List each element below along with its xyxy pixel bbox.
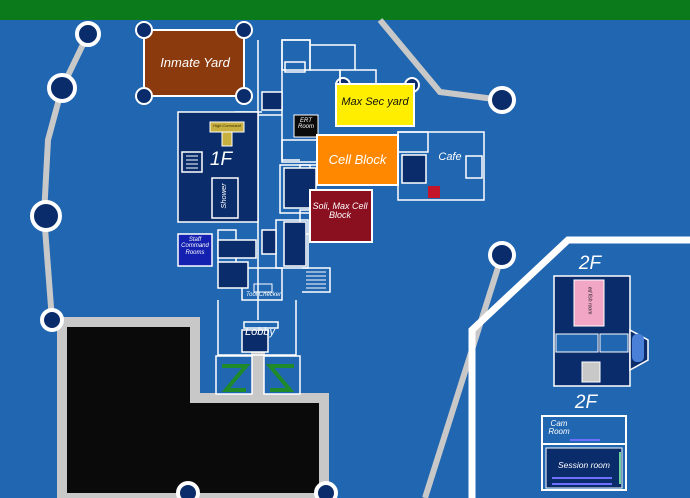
staff-command-label: Staff Command Rooms bbox=[181, 237, 209, 256]
parking-lot bbox=[57, 317, 329, 498]
tower-6 bbox=[488, 241, 516, 269]
solitary-label: Soli, Max Cell Block bbox=[312, 201, 368, 221]
tool-checker-desk bbox=[253, 283, 273, 293]
solitary-block bbox=[309, 189, 373, 243]
inmate-yard-label: Inmate Yard bbox=[160, 55, 230, 70]
stairs bbox=[186, 155, 326, 289]
entrance-gates bbox=[215, 355, 301, 395]
first-floor-label: 1F bbox=[209, 149, 233, 170]
guard-towers bbox=[30, 21, 516, 498]
shower-label: Shower bbox=[219, 183, 229, 209]
second-floor-border bbox=[468, 236, 690, 498]
tower-1 bbox=[75, 21, 101, 47]
top-bar bbox=[0, 0, 690, 20]
second-floor-label-b: 2F bbox=[574, 392, 598, 413]
session-room-label: Session room bbox=[558, 460, 610, 470]
tower-7 bbox=[176, 481, 200, 498]
pink-room-label: ed fish room bbox=[586, 286, 593, 315]
cell-block-label: Cell Block bbox=[328, 152, 387, 167]
tower-4 bbox=[40, 308, 64, 332]
cell-block bbox=[316, 134, 399, 186]
shower-room bbox=[211, 177, 239, 219]
tower-2 bbox=[47, 73, 77, 103]
cam-room-label: Cam Room bbox=[548, 419, 570, 437]
inmate-yard bbox=[143, 29, 245, 97]
tower-3 bbox=[30, 200, 62, 232]
second-floor-session-building bbox=[541, 415, 627, 491]
red-room bbox=[428, 186, 440, 198]
staff-command-rooms bbox=[177, 233, 213, 267]
perimeter-road-right bbox=[422, 254, 505, 498]
second-floor-label-a: 2F bbox=[578, 253, 602, 274]
high-command-label: High Command bbox=[213, 123, 241, 128]
ert-room bbox=[293, 114, 319, 138]
perimeter-road-left bbox=[40, 32, 91, 321]
second-floor-building bbox=[553, 275, 649, 387]
tool-checker-label: Tool Checker bbox=[246, 292, 282, 298]
tower-8 bbox=[314, 481, 338, 498]
lobby-bench bbox=[243, 321, 279, 329]
tower-5 bbox=[488, 86, 516, 114]
ert-room-label: ERT Room bbox=[297, 118, 314, 131]
lobby-label: Lobby bbox=[245, 326, 275, 338]
perimeter-road-top-right bbox=[377, 18, 503, 103]
max-sec-yard-label: Max Sec yard bbox=[341, 96, 409, 108]
cafe-label: Cafe bbox=[438, 151, 462, 163]
